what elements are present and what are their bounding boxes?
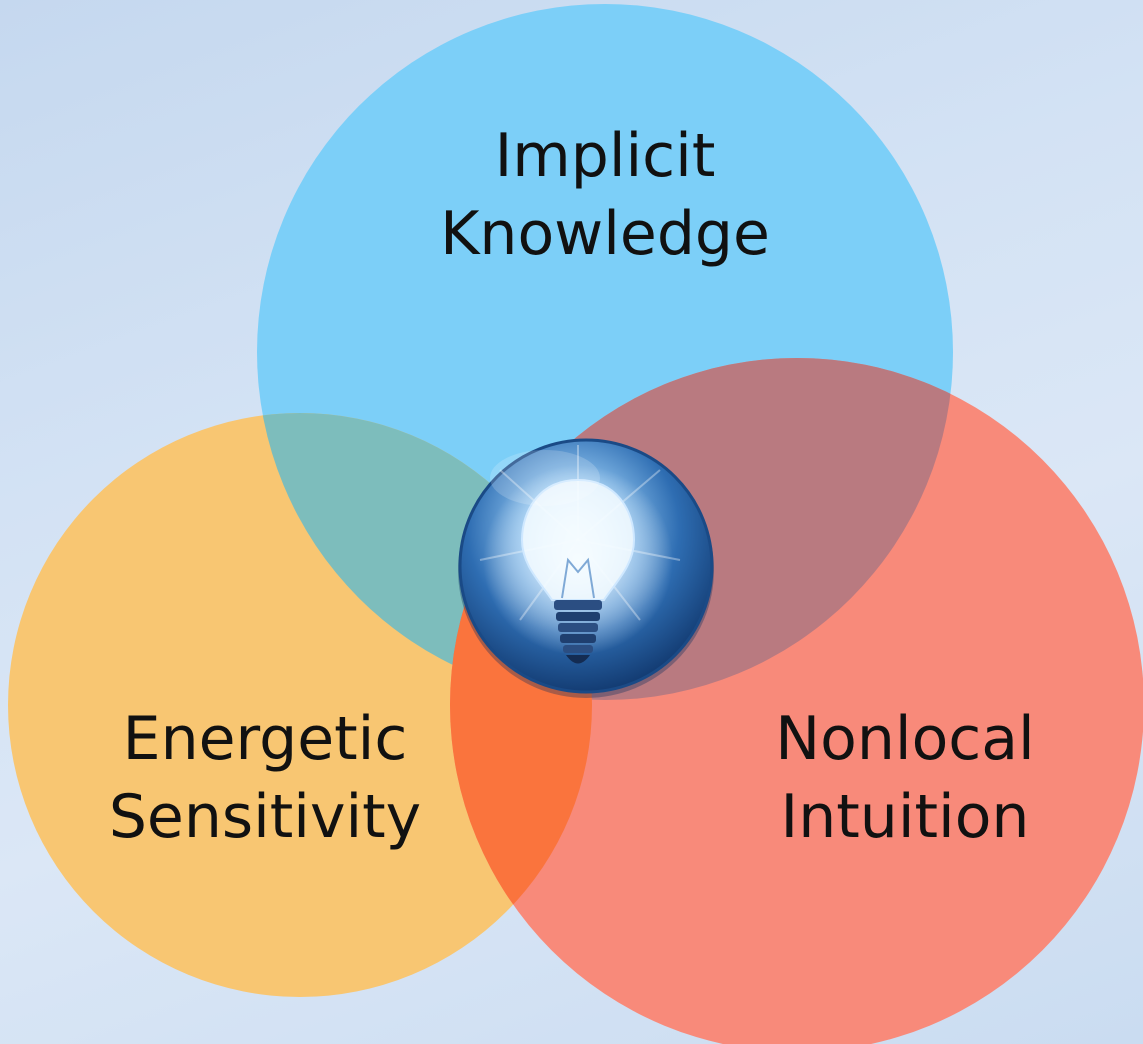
label-line: Intuition [780,782,1030,852]
label-line: Sensitivity [108,782,422,852]
overlap-top-left [257,413,592,700]
label-nonlocal-intuition: Nonlocal Intuition [705,700,1105,856]
label-line: Nonlocal [775,704,1035,774]
label-line: Knowledge [440,199,770,269]
label-energetic-sensitivity: Energetic Sensitivity [65,700,465,856]
lightbulb-icon [458,438,714,698]
label-line: Implicit [494,121,716,191]
label-implicit-knowledge: Implicit Knowledge [405,117,805,273]
label-line: Energetic [122,704,408,774]
overlap-top-right [450,358,953,700]
